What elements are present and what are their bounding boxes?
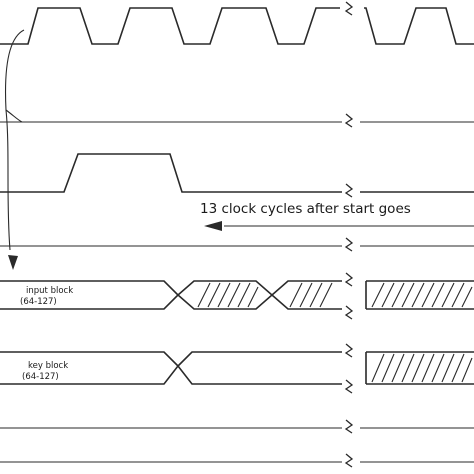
start-pulse-waveform	[0, 153, 474, 193]
key-block-range: (64-127)	[22, 372, 59, 382]
break-mark-icon	[344, 1, 354, 16]
arrow-head-icon	[8, 255, 18, 270]
annotation-arrow	[204, 221, 474, 231]
start-pulse-signal	[0, 153, 474, 193]
causality-arrow	[5, 29, 25, 270]
break-mark-icon	[344, 305, 354, 320]
input-block-bus	[0, 280, 474, 310]
break-mark-icon	[344, 272, 354, 287]
clock-waveform	[0, 7, 474, 45]
break-mark-icon	[344, 419, 354, 434]
break-mark-icon	[344, 113, 354, 128]
break-mark-icon	[344, 379, 354, 394]
arrow-head-icon	[204, 221, 222, 231]
break-mark-icon	[344, 453, 354, 468]
annotation-text: 13 clock cycles after start goes	[200, 201, 411, 217]
clock-signal	[0, 7, 474, 45]
key-block-bus	[0, 351, 474, 385]
break-mark-icon	[344, 183, 354, 198]
break-mark-icon	[344, 237, 354, 252]
input-block-range: (64-127)	[20, 297, 57, 307]
input-block-label: input block	[26, 286, 73, 296]
break-marks	[344, 1, 354, 468]
break-mark-icon	[344, 343, 354, 358]
key-block-label: key block	[28, 361, 68, 371]
